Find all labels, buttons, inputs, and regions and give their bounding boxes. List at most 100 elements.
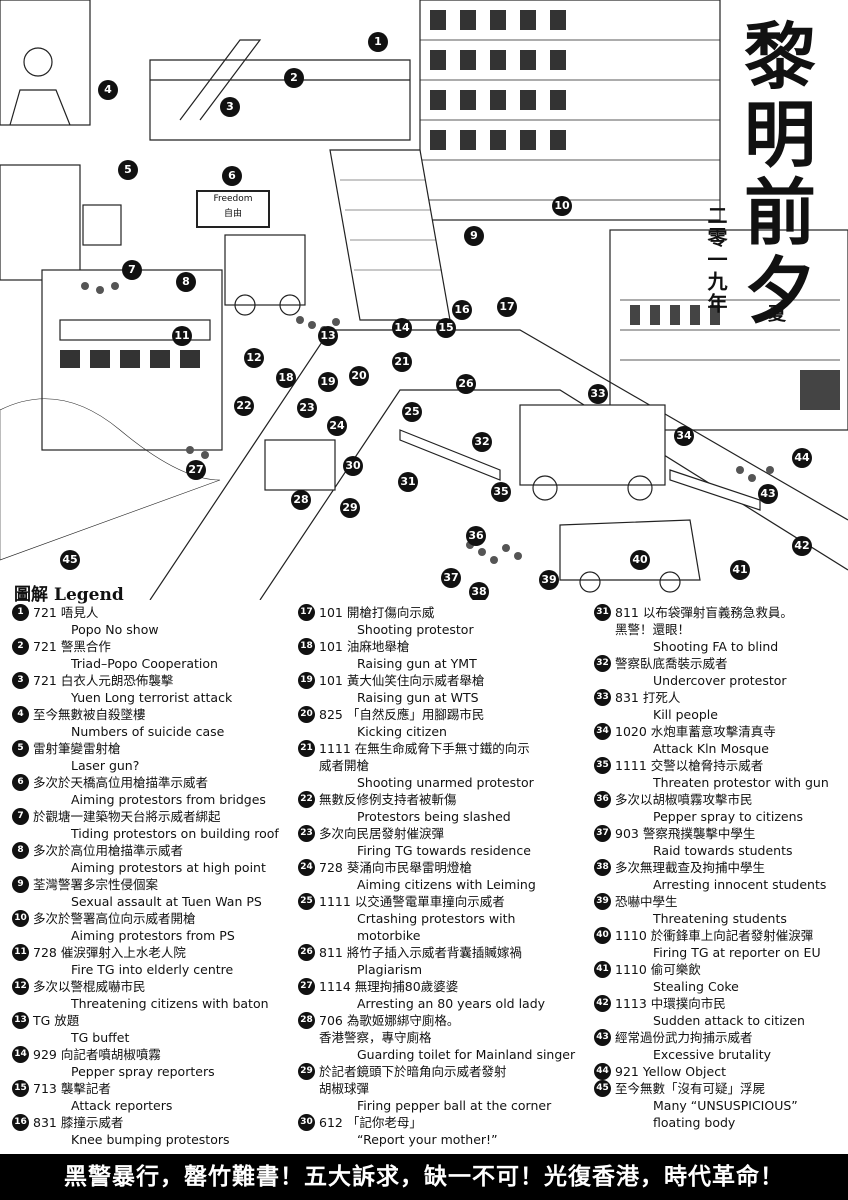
legend-number-badge: 42 <box>594 995 611 1012</box>
legend-text-cn: 警察臥底喬裝示威者 <box>615 656 728 671</box>
legend-text-cn: 811 將竹子插入示威者背囊插贓嫁禍 <box>319 945 522 960</box>
title-char-2: 明 <box>743 92 816 177</box>
legend-text-cn: 706 為歌姬娜綁守廁格。 <box>319 1013 460 1028</box>
legend-text-cn: 香港警察，專守廁格 <box>319 1030 432 1045</box>
legend-number-badge: 3 <box>12 672 29 689</box>
legend-text-cn: 903 警察飛撲襲擊中學生 <box>615 826 756 841</box>
legend-text-en: Arresting innocent students <box>653 877 827 892</box>
title-char-4: 夕 <box>743 248 816 333</box>
legend-text-en: Shooting unarmed protestor <box>357 775 534 790</box>
scene-marker-22: 22 <box>234 396 254 416</box>
legend-text-cn: TG 放題 <box>33 1013 80 1028</box>
legend-text-cn: 多次於高位用槍描準示威者 <box>33 843 184 858</box>
legend-number-badge: 32 <box>594 655 611 672</box>
legend-item: 24 728 葵涌向市民舉雷明燈槍 Aiming citizens with Lei… <box>298 859 536 893</box>
legend-number-badge: 44 <box>594 1063 611 1080</box>
legend-text-en: Undercover protestor <box>653 673 787 688</box>
scene-marker-20: 20 <box>349 366 369 386</box>
legend-text-en: Threatening students <box>653 911 787 926</box>
scene-marker-28: 28 <box>291 490 311 510</box>
legend-number-badge: 41 <box>594 961 611 978</box>
legend-text-en: Aiming citizens with Leiming <box>357 877 536 892</box>
legend-number-badge: 33 <box>594 689 611 706</box>
scene-marker-40: 40 <box>630 550 650 570</box>
legend-text-cn: 胡椒球彈 <box>319 1081 370 1096</box>
scene-marker-33: 33 <box>588 384 608 404</box>
legend-number-badge: 18 <box>298 638 315 655</box>
legend-text-cn: 728 葵涌向市民舉雷明燈槍 <box>319 860 472 875</box>
legend-number-badge: 8 <box>12 842 29 859</box>
legend-text-cn: 101 開槍打傷向示威 <box>319 605 435 620</box>
legend-heading-cn: 圖解 <box>14 585 48 605</box>
scene-marker-19: 19 <box>318 372 338 392</box>
legend-number-badge: 2 <box>12 638 29 655</box>
legend-number-badge: 9 <box>12 876 29 893</box>
legend-number-badge: 24 <box>298 859 315 876</box>
scene-marker-39: 39 <box>539 570 559 590</box>
legend-text-cn: 101 黃大仙笑住向示威者舉槍 <box>319 673 485 688</box>
scene-marker-42: 42 <box>792 536 812 556</box>
title-char-3: 前 <box>743 170 816 255</box>
scene-marker-21: 21 <box>392 352 412 372</box>
freedom-sign-en: Freedom <box>213 194 253 204</box>
scene-marker-43: 43 <box>758 484 778 504</box>
legend-text-cn: 713 襲擊記者 <box>33 1081 111 1096</box>
legend-text-en: Pepper spray to citizens <box>653 809 803 824</box>
scene-marker-4: 4 <box>98 80 118 100</box>
legend-text-cn: 1113 中環撲向市民 <box>615 996 726 1011</box>
legend-text-cn: 929 向記者噴胡椒噴霧 <box>33 1047 161 1062</box>
scene-marker-38: 38 <box>469 582 489 600</box>
legend-text-cn: 1111 交警以槍脅持示威者 <box>615 758 764 773</box>
legend-number-badge: 4 <box>12 706 29 723</box>
legend-text-en: Popo No show <box>71 622 159 637</box>
illustration: Freedom 自由 1 2 3 4 5 6 7 8 9 10 11 12 13… <box>0 0 848 600</box>
legend-text-cn: 多次向民居發射催淚彈 <box>319 826 445 841</box>
legend-text-cn: 831 打死人 <box>615 690 681 705</box>
legend-number-badge: 19 <box>298 672 315 689</box>
legend-number-badge: 14 <box>12 1046 29 1063</box>
scene-marker-41: 41 <box>730 560 750 580</box>
legend-text-en: motorbike <box>357 928 421 943</box>
legend-number-badge: 7 <box>12 808 29 825</box>
legend-text-en: Firing pepper ball at the corner <box>357 1098 552 1113</box>
legend-text-cn: 721 警黑合作 <box>33 639 111 654</box>
legend-text-cn: 雷射筆變雷射槍 <box>33 741 121 756</box>
scene-marker-10: 10 <box>552 196 572 216</box>
legend-text-en: Stealing Coke <box>653 979 739 994</box>
legend-text-en: Kicking citizen <box>357 724 447 739</box>
legend-number-badge: 29 <box>298 1063 315 1080</box>
footer-slogan: 黑警暴行，罄竹難書！五大訴求，缺一不可！光復香港，時代革命！ <box>0 1154 848 1200</box>
street-scene-drawing <box>0 0 848 600</box>
legend-text-en: Threatening citizens with baton <box>71 996 269 1011</box>
legend-text-en: Excessive brutality <box>653 1047 771 1062</box>
legend-text-cn: 多次於警署高位向示威者開槍 <box>33 911 196 926</box>
scene-marker-34: 34 <box>674 426 694 446</box>
scene-marker-36: 36 <box>466 526 486 546</box>
legend-text-cn: 721 唔見人 <box>33 605 99 620</box>
legend-number-badge: 21 <box>298 740 315 757</box>
legend-text-en: “Report your mother!” <box>357 1132 498 1147</box>
legend-number-badge: 37 <box>594 825 611 842</box>
legend-text-cn: 多次於天橋高位用槍描準示威者 <box>33 775 209 790</box>
legend-text-cn: 威者開槍 <box>319 758 370 773</box>
legend-text-en: Sexual assault at Tuen Wan PS <box>71 894 262 909</box>
legend-number-badge: 34 <box>594 723 611 740</box>
scene-marker-27: 27 <box>186 460 206 480</box>
